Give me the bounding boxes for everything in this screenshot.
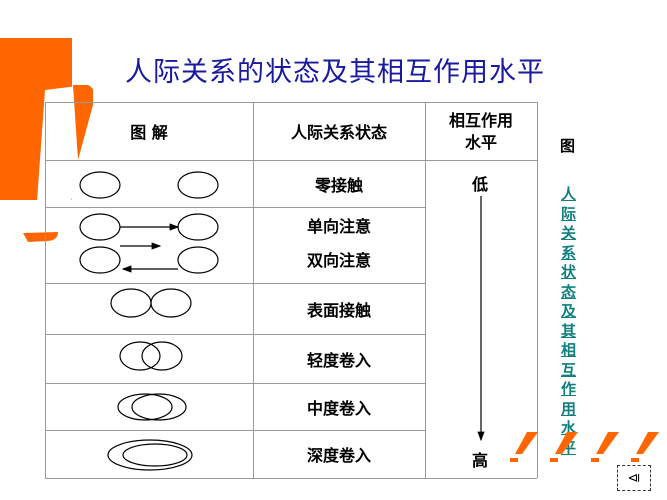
diagram-svg [79, 171, 485, 471]
circle-icon [177, 213, 219, 241]
header-diagram: 图 解 [130, 123, 168, 142]
level-low: 低 [471, 175, 488, 194]
circle-icon [79, 246, 121, 274]
nav-return-icon[interactable]: ⧏ [617, 465, 651, 491]
state-row: 深度卷入 [306, 446, 371, 465]
state-row: 中度卷入 [306, 398, 371, 418]
exclamation-icon [510, 432, 659, 462]
circle-icon [79, 213, 121, 241]
side-label: 图 [560, 137, 576, 155]
state-row: 单向注意 [306, 217, 371, 236]
state-row: 表面接触 [306, 300, 371, 320]
side-title-link[interactable]: 人际关系状态及其相互作用水平 [561, 185, 577, 457]
page-title: 人际关系的状态及其相互作用水平 [125, 57, 545, 88]
level-high: 高 [471, 451, 488, 470]
header-level-1: 相互作用 [448, 111, 513, 130]
circle-icon [177, 171, 219, 199]
circle-icon [177, 246, 219, 274]
state-row: 轻度卷入 [306, 350, 371, 370]
header-state: 人际关系状态 [290, 123, 387, 142]
state-row: 双向注意 [306, 251, 371, 270]
header-level-2: 水平 [464, 133, 497, 152]
state-row: 零接触 [314, 175, 363, 195]
exclamation-icon [22, 85, 93, 242]
circle-icon [79, 171, 121, 199]
